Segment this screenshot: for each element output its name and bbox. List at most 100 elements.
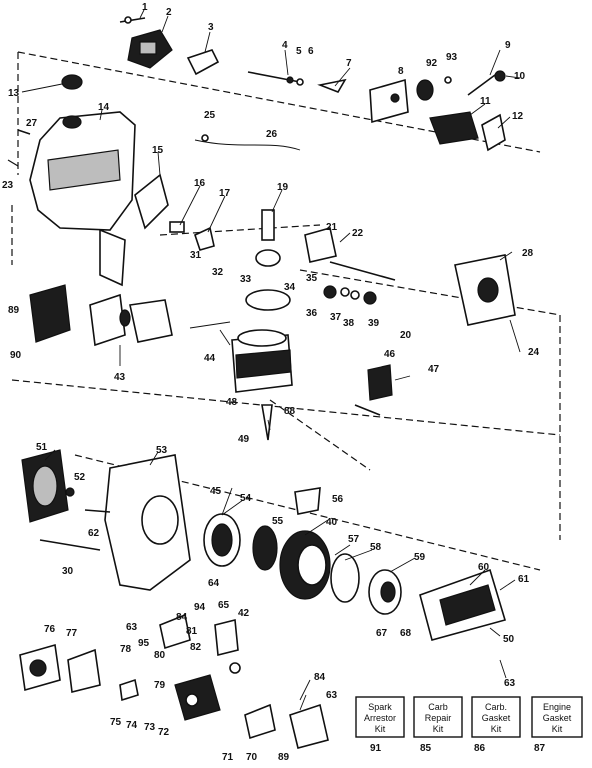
kit-box-engine-gasket: Engine Gasket Kit xyxy=(531,696,583,738)
part-label-55: 55 xyxy=(272,516,284,527)
part-label-42: 42 xyxy=(238,608,250,619)
part-label-21: 21 xyxy=(326,222,338,233)
part-label-79: 79 xyxy=(154,680,166,691)
part-label-68: 68 xyxy=(400,628,412,639)
part-label-63b: 63 xyxy=(504,678,516,689)
part-label-78: 78 xyxy=(120,644,132,655)
part-label-38: 38 xyxy=(343,318,355,329)
kit-line: Kit xyxy=(375,724,386,734)
part-label-43: 43 xyxy=(114,372,126,383)
part-label-27: 27 xyxy=(26,118,38,129)
part-label-31: 31 xyxy=(190,250,202,261)
part-label-49: 49 xyxy=(238,434,250,445)
part-label-80: 80 xyxy=(154,650,166,661)
part-label-28: 28 xyxy=(522,248,534,259)
part-label-82: 82 xyxy=(190,642,202,653)
part-label-94: 94 xyxy=(194,602,206,613)
part-label-88: 88 xyxy=(284,406,296,417)
part-label-89a: 89 xyxy=(8,305,20,316)
part-label-77: 77 xyxy=(66,628,78,639)
part-label-37: 37 xyxy=(330,312,342,323)
part-label-32: 32 xyxy=(212,267,224,278)
kit-line: Gasket xyxy=(482,713,511,723)
part-label-45: 45 xyxy=(210,486,222,497)
part-label-33: 33 xyxy=(240,274,252,285)
kit-line: Gasket xyxy=(543,713,572,723)
part-label-89b: 89 xyxy=(278,752,290,763)
part-label-36: 36 xyxy=(306,308,318,319)
kit-line: Carb xyxy=(428,702,448,712)
kit-line: Engine xyxy=(543,702,571,712)
part-label-81: 81 xyxy=(186,626,198,637)
part-label-75: 75 xyxy=(110,717,122,728)
part-label-67: 67 xyxy=(376,628,388,639)
part-label-65: 65 xyxy=(218,600,230,611)
part-label-54: 54 xyxy=(240,493,252,504)
part-label-5: 5 xyxy=(296,46,302,57)
part-label-64: 64 xyxy=(208,578,220,589)
part-label-23: 23 xyxy=(2,180,14,191)
part-label-10: 10 xyxy=(514,71,526,82)
kit-line: Kit xyxy=(491,724,502,734)
leader-lines xyxy=(21,9,521,711)
part-label-6: 6 xyxy=(308,46,314,57)
part-label-57: 57 xyxy=(348,534,360,545)
part-label-3: 3 xyxy=(208,22,214,33)
part-label-95: 95 xyxy=(138,638,150,649)
engine-assembly xyxy=(29,209,516,441)
kit-line: Arrestor xyxy=(364,713,396,723)
part-label-4: 4 xyxy=(282,40,288,51)
part-label-48: 48 xyxy=(226,397,238,408)
part-label-19: 19 xyxy=(277,182,289,193)
part-label-52: 52 xyxy=(74,472,86,483)
kit-box-carb-repair: Carb Repair Kit xyxy=(413,696,463,738)
part-label-7: 7 xyxy=(346,58,352,69)
part-label-63c: 63 xyxy=(326,690,338,701)
part-label-1: 1 xyxy=(142,2,148,13)
part-label-20: 20 xyxy=(400,330,412,341)
part-label-14: 14 xyxy=(98,102,110,113)
part-label-60: 60 xyxy=(478,562,490,573)
part-label-56: 56 xyxy=(332,494,344,505)
part-label-11: 11 xyxy=(480,96,491,107)
part-label-84a: 84 xyxy=(314,672,326,683)
part-label-74: 74 xyxy=(126,720,138,731)
part-label-30: 30 xyxy=(62,566,74,577)
kit-boxes: Spark Arrestor Kit Carb Repair Kit Carb.… xyxy=(355,696,583,738)
part-label-25: 25 xyxy=(204,110,216,121)
kit-line: Spark xyxy=(368,702,392,712)
part-label-92: 92 xyxy=(426,58,438,69)
part-label-13: 13 xyxy=(8,88,20,99)
part-label-34: 34 xyxy=(284,282,296,293)
part-label-44: 44 xyxy=(204,353,216,364)
part-label-2: 2 xyxy=(166,7,172,18)
part-label-62: 62 xyxy=(88,528,100,539)
part-label-12: 12 xyxy=(512,111,524,122)
part-label-71: 71 xyxy=(222,752,234,763)
part-label-58: 58 xyxy=(370,542,382,553)
part-label-85: 85 xyxy=(420,743,432,754)
kit-line: Carb. xyxy=(485,702,507,712)
part-label-15: 15 xyxy=(152,145,164,156)
kit-line: Kit xyxy=(433,724,444,734)
carburetor-parts xyxy=(19,613,329,749)
part-label-90: 90 xyxy=(10,350,22,361)
part-label-22: 22 xyxy=(352,228,364,239)
part-label-87: 87 xyxy=(534,743,546,754)
part-label-76: 76 xyxy=(44,624,56,635)
part-label-51: 51 xyxy=(36,442,48,453)
part-label-84b: 84 xyxy=(176,612,188,623)
part-label-40: 40 xyxy=(326,517,338,528)
kit-box-carb-gasket: Carb. Gasket Kit xyxy=(471,696,521,738)
part-label-46: 46 xyxy=(384,349,396,360)
tank-assembly xyxy=(7,16,506,287)
part-label-9: 9 xyxy=(505,40,511,51)
part-label-93: 93 xyxy=(446,52,458,63)
part-label-59: 59 xyxy=(414,552,426,563)
starter-assembly xyxy=(21,449,507,641)
part-label-70: 70 xyxy=(246,752,258,763)
part-label-26: 26 xyxy=(266,129,278,140)
part-label-50: 50 xyxy=(503,634,515,645)
part-label-72: 72 xyxy=(158,727,170,738)
